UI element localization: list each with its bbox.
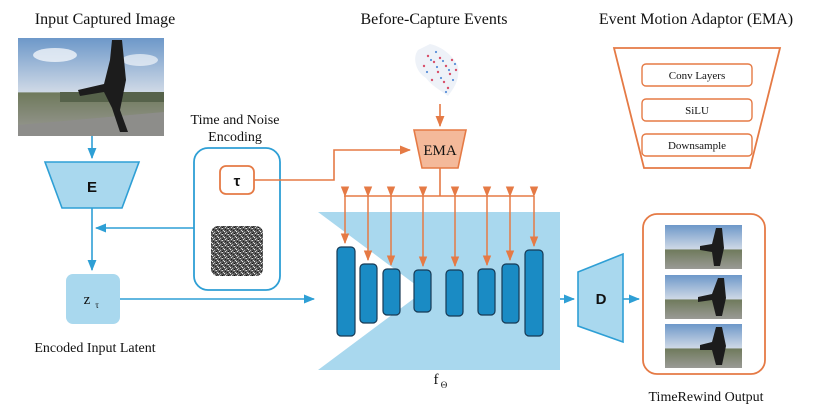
latent-subscript: τ <box>95 300 99 310</box>
unet-block <box>501 263 520 324</box>
unet-block <box>359 263 378 324</box>
ema-adaptor-title: Event Motion Adaptor (EMA) <box>599 11 793 28</box>
unet-block <box>524 249 544 337</box>
latent-block <box>66 274 120 324</box>
ema-block <box>413 129 467 169</box>
output-caption: TimeRewind Output <box>649 390 764 405</box>
ema-layer-silu-label: SiLU <box>685 105 709 117</box>
unet-body <box>318 212 560 370</box>
unet-block <box>382 268 401 316</box>
ema-layer-downsample <box>641 133 753 157</box>
orange-connectors <box>254 104 534 197</box>
unet-caption-sub: Θ <box>441 380 448 390</box>
ema-feed-taps <box>340 186 539 268</box>
ema-layer-downsample-label: Downsample <box>668 140 726 152</box>
unet-block <box>413 269 432 313</box>
unet-blocks <box>336 246 544 337</box>
decoder-block <box>577 252 624 344</box>
encoder-label: E <box>87 179 97 196</box>
events-cloud <box>415 44 459 96</box>
unet-block <box>445 269 464 317</box>
unet-block <box>336 246 356 337</box>
latent-caption: Encoded Input Latent <box>34 341 155 356</box>
ema-layer-conv-label: Conv Layers <box>669 70 726 82</box>
time-noise-label-1: Time and Noise <box>191 113 280 128</box>
events-title: Before-Capture Events <box>360 11 507 28</box>
decoder-label: D <box>596 291 607 308</box>
encoder-block <box>43 161 141 209</box>
latent-symbol: z <box>84 292 91 308</box>
output-frames <box>665 225 742 368</box>
ema-label: EMA <box>423 143 457 159</box>
tau-symbol: τ <box>234 173 241 190</box>
unet-block <box>477 268 496 316</box>
input-image-title: Input Captured Image <box>35 11 175 28</box>
unet-caption: f <box>434 372 439 388</box>
ema-layer-silu <box>641 98 753 122</box>
time-noise-label-2: Encoding <box>208 130 262 145</box>
ema-layer-conv <box>641 63 753 87</box>
noise-image <box>211 226 263 276</box>
arrow-tau-to-ema <box>254 145 412 181</box>
blue-connectors <box>87 136 641 304</box>
input-photo <box>18 38 164 136</box>
